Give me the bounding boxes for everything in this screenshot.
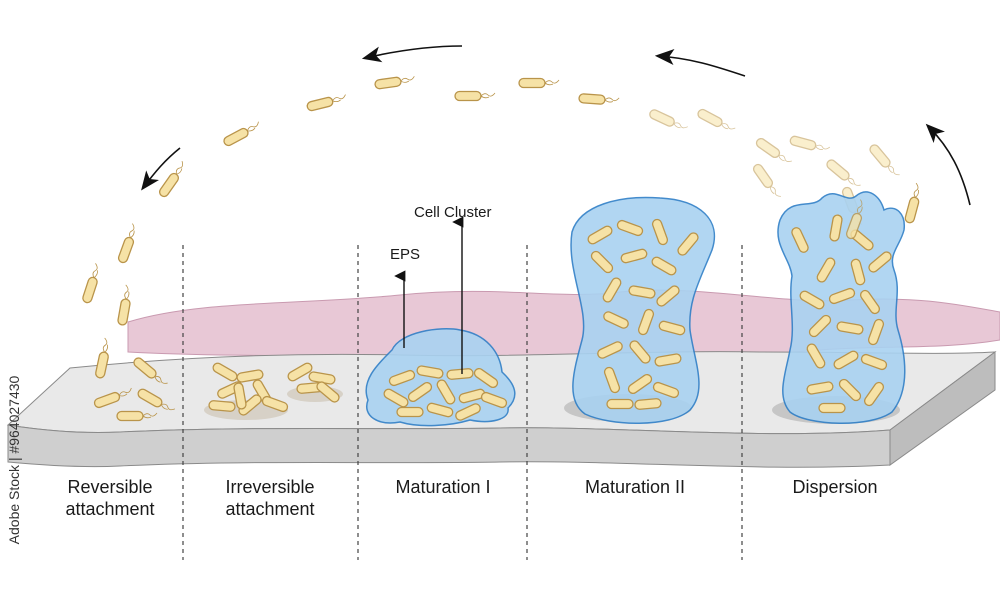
stage-label-line: attachment xyxy=(225,499,315,519)
maturation-2-biofilm xyxy=(564,196,716,424)
maturation-1-biofilm xyxy=(365,328,516,427)
cell-cluster-label: Cell Cluster xyxy=(414,204,492,221)
stage-label-line: Dispersion xyxy=(792,477,878,497)
dispersion-biofilm xyxy=(772,182,924,424)
stage-label-irreversible-attachment: Irreversible attachment xyxy=(200,476,340,520)
flow-arrows xyxy=(141,45,971,206)
irreversible-attachment-cells xyxy=(204,360,343,420)
stage-label-dispersion: Dispersion xyxy=(760,476,910,498)
stock-watermark: Adobe Stock | #964027430 xyxy=(4,330,24,590)
stock-watermark-text: Adobe Stock | #964027430 xyxy=(6,375,22,545)
callout-arrows xyxy=(394,216,464,374)
stage-label-line: Irreversible xyxy=(225,477,315,497)
stage-label-line: Reversible xyxy=(67,477,153,497)
stage-label-maturation-2: Maturation II xyxy=(555,476,715,498)
stage-label-line: attachment xyxy=(65,499,155,519)
stage-label-line: Maturation II xyxy=(584,477,686,497)
stage-label-maturation-1: Maturation I xyxy=(368,476,518,498)
stage-label-line: Maturation I xyxy=(395,477,491,497)
eps-label: EPS xyxy=(390,246,420,263)
stage-label-reversible-attachment: Reversible attachment xyxy=(40,476,180,520)
